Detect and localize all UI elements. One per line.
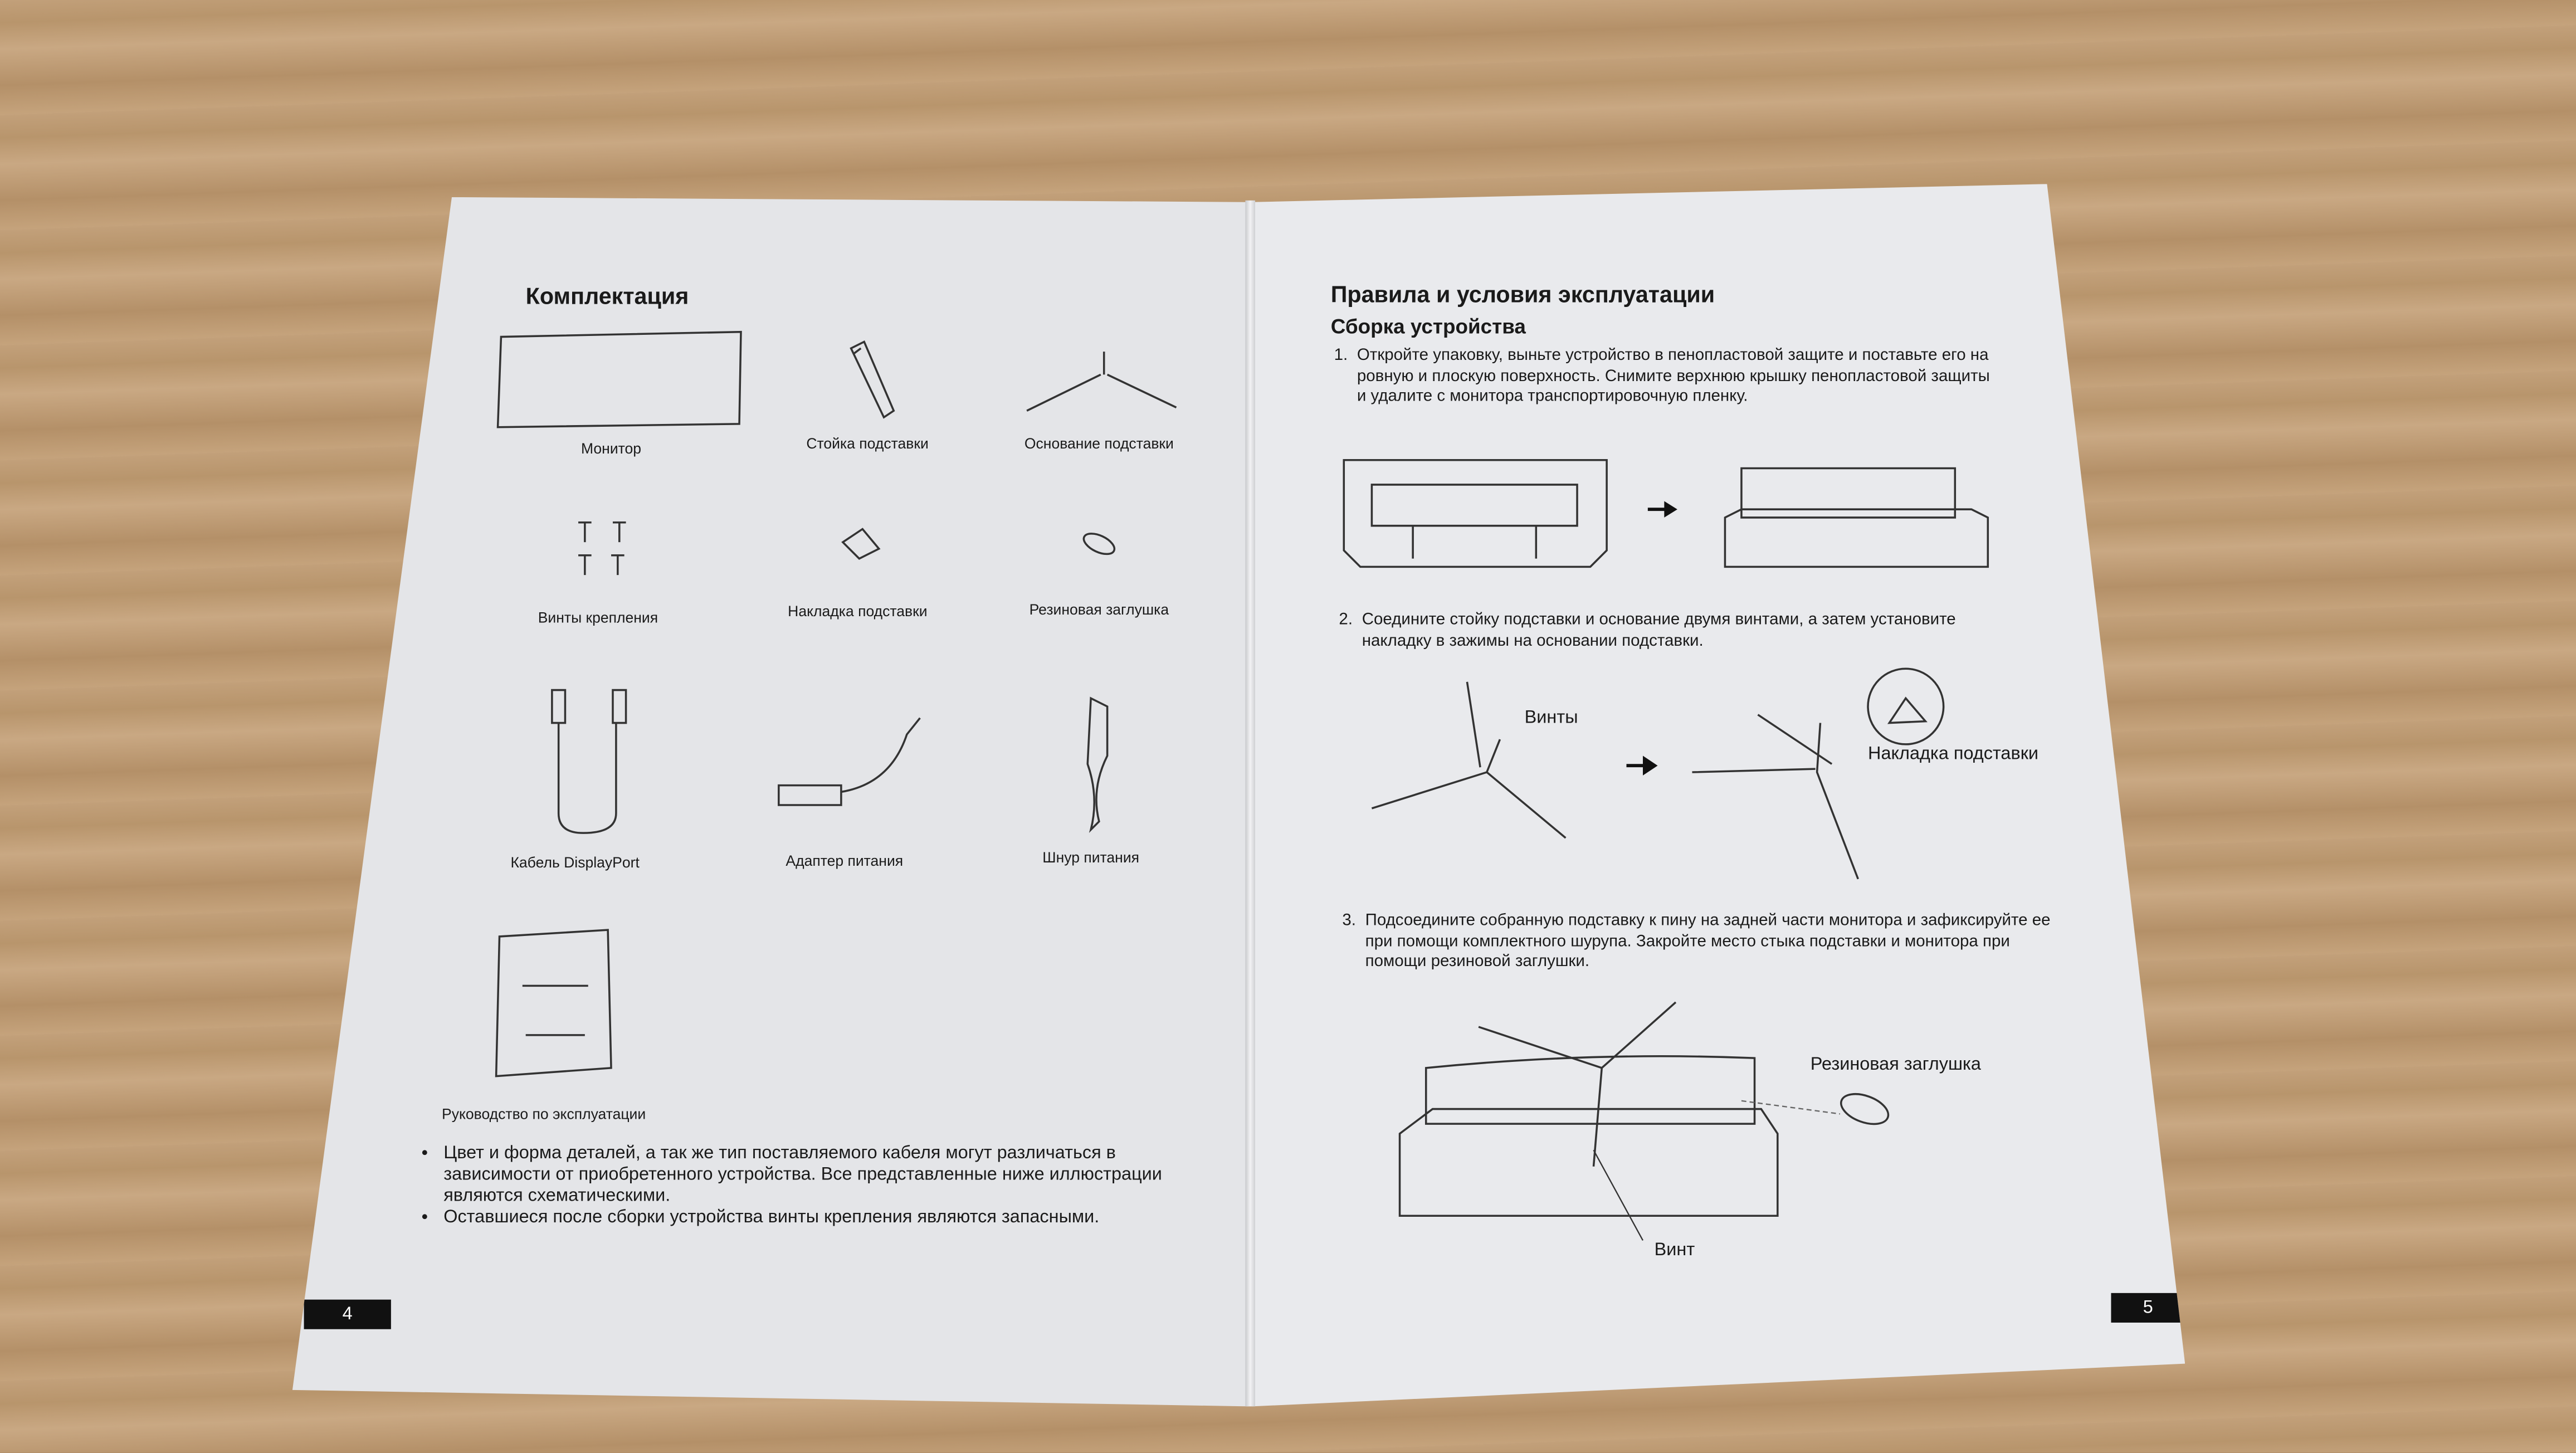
step-2: 2. Соедините стойку подставки и основани… bbox=[1339, 611, 1956, 650]
item-caption: Монитор bbox=[581, 440, 642, 457]
section-title: Правила и условия эксплуатации bbox=[1330, 281, 1715, 308]
item-caption: Винты крепления bbox=[538, 610, 658, 626]
item-caption: Руководство по эксплуатации bbox=[442, 1105, 646, 1123]
page-title: Комплектация bbox=[525, 282, 689, 309]
displayport-cable-icon bbox=[551, 689, 627, 834]
manual-icon bbox=[495, 929, 612, 1077]
section-subtitle: Сборка устройства bbox=[1330, 315, 1526, 339]
power-adapter-icon bbox=[778, 717, 921, 806]
stand-base-icon bbox=[1026, 352, 1177, 412]
foam-box-closed-illustration bbox=[1343, 459, 1608, 568]
screws-icon bbox=[578, 521, 626, 576]
power-cord-icon bbox=[1086, 696, 1109, 833]
stand-cover-icon bbox=[841, 528, 881, 560]
assembled-stand-illustration bbox=[1692, 667, 1945, 880]
note: Цвет и форма деталей, а так же тип поста… bbox=[443, 1144, 1207, 1208]
step-1: 1. Откройте упаковку, выньте устройство … bbox=[1334, 347, 1990, 406]
item-caption: Резиновая заглушка bbox=[1029, 601, 1169, 618]
item-caption: Основание подставки bbox=[1024, 435, 1174, 452]
item-caption: Шнур питания bbox=[1042, 849, 1140, 866]
item-caption: Адаптер питания bbox=[786, 852, 904, 870]
notes-list: Цвет и форма деталей, а так же тип поста… bbox=[421, 1144, 1208, 1229]
page-number: 5 bbox=[2111, 1293, 2185, 1323]
arrow-right-icon bbox=[1626, 755, 1658, 776]
item-caption: Кабель DisplayPort bbox=[510, 854, 640, 871]
rubber-plug-icon bbox=[1082, 533, 1116, 555]
note: Оставшиеся после сборки устройства винты… bbox=[443, 1208, 1207, 1229]
stand-parts-illustration bbox=[1371, 681, 1567, 839]
page-number: 4 bbox=[304, 1299, 391, 1329]
monitor-icon bbox=[496, 330, 742, 428]
arrow-right-icon bbox=[1647, 501, 1677, 518]
label-stand-cover: Накладка подставки bbox=[1868, 744, 2039, 764]
monitor-assembly-illustration bbox=[1398, 1001, 1890, 1241]
label-screw: Винт bbox=[1654, 1240, 1695, 1260]
stand-pole-icon bbox=[850, 340, 895, 419]
step-3: 3. Подсоедините собранную подставку к пи… bbox=[1342, 911, 2051, 971]
foam-box-open-illustration bbox=[1724, 467, 1989, 568]
item-caption: Стойка подставки bbox=[806, 435, 929, 452]
label-rubber-plug: Резиновая заглушка bbox=[1810, 1055, 1981, 1075]
booklet-spine bbox=[1245, 200, 1256, 1407]
item-caption: Накладка подставки bbox=[788, 603, 928, 620]
label-screws: Винты bbox=[1524, 708, 1578, 728]
